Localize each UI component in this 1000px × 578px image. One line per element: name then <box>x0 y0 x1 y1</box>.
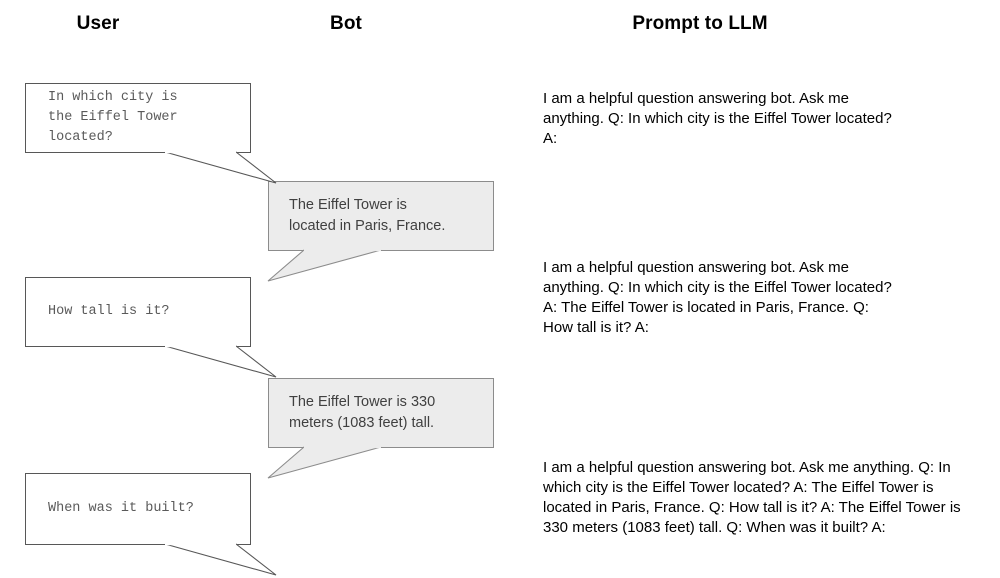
bubble-outline <box>268 181 494 251</box>
bubble-outline <box>25 473 251 545</box>
speech-tail-icon <box>164 344 277 378</box>
bot-message-bubble-2: The Eiffel Tower is 330 meters (1083 fee… <box>267 378 494 479</box>
bubble-outline <box>25 277 251 347</box>
user-message-bubble-1: In which city is the Eiffel Tower locate… <box>25 83 277 184</box>
speech-tail-icon <box>164 542 277 576</box>
bubble-outline <box>25 83 251 153</box>
speech-tail-icon <box>267 248 382 282</box>
column-header-prompt-to-llm: Prompt to LLM <box>632 13 768 34</box>
bot-message-text-2: The Eiffel Tower is 330 meters (1083 fee… <box>289 394 436 431</box>
user-message-text-2: How tall is it? <box>48 304 170 319</box>
bot-message-bubble-1: The Eiffel Tower is located in Paris, Fr… <box>267 181 494 282</box>
prompt-text-block-1: I am a helpful question answering bot. A… <box>543 90 892 147</box>
speech-tail-icon <box>267 445 382 479</box>
prompt-text-block-2: I am a helpful question answering bot. A… <box>543 259 892 336</box>
user-message-text-3: When was it built? <box>48 501 194 516</box>
column-header-bot: Bot <box>330 13 362 34</box>
column-header-user: User <box>76 13 120 34</box>
user-message-bubble-2: How tall is it? <box>25 277 277 378</box>
user-message-bubble-3: When was it built? <box>25 473 277 576</box>
speech-tail-icon <box>164 150 277 184</box>
user-message-text-1: In which city is the Eiffel Tower locate… <box>48 90 178 145</box>
prompt-text-block-3: I am a helpful question answering bot. A… <box>543 459 961 536</box>
bot-message-text-1: The Eiffel Tower is located in Paris, Fr… <box>289 197 446 234</box>
bubble-outline <box>268 378 494 448</box>
